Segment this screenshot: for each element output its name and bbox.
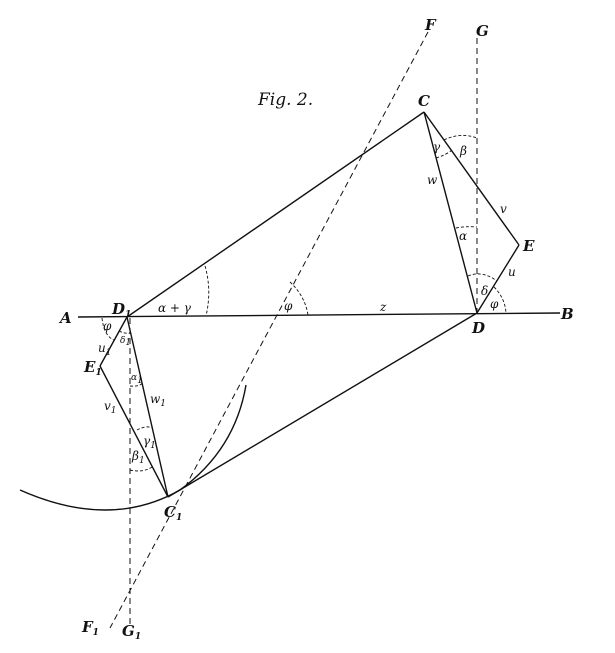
line-AB bbox=[77, 312, 561, 318]
label-D: D bbox=[471, 319, 485, 337]
angle-arc-gamma bbox=[435, 149, 453, 159]
label-phi-mid: φ bbox=[284, 299, 293, 313]
label-w: w bbox=[427, 173, 438, 187]
label-v1: v1 bbox=[104, 399, 117, 416]
angle-arc-alpha1 bbox=[129, 382, 144, 387]
label-E: E bbox=[522, 237, 535, 255]
angle-arc-alpha bbox=[455, 226, 478, 229]
label-phi-D: φ bbox=[490, 297, 499, 311]
label-gamma: γ bbox=[433, 140, 441, 154]
angle-arc-alpha-gamma bbox=[204, 265, 210, 317]
label-G1: G1 bbox=[122, 622, 141, 642]
label-C: C bbox=[418, 92, 430, 110]
label-G: G bbox=[476, 22, 489, 40]
line-C-E bbox=[423, 111, 520, 246]
label-alpha-plus-gamma: α + γ bbox=[158, 301, 192, 315]
angle-arc-phi-mid bbox=[289, 281, 309, 316]
line-C-D bbox=[423, 111, 478, 314]
line-E1-C1 bbox=[99, 365, 169, 498]
label-A: A bbox=[58, 309, 72, 327]
label-z: z bbox=[379, 300, 387, 314]
label-delta: δ bbox=[481, 284, 488, 298]
label-u: u bbox=[508, 265, 516, 279]
label-v: v bbox=[500, 202, 507, 216]
label-F1: F1 bbox=[81, 618, 99, 638]
line-D-C1 bbox=[167, 312, 478, 498]
label-beta1: β1 bbox=[131, 449, 145, 466]
label-alpha1: α1 bbox=[131, 373, 143, 386]
label-F: F bbox=[424, 16, 437, 34]
angle-arc-beta1 bbox=[129, 466, 153, 472]
label-C1: C1 bbox=[164, 503, 182, 523]
angle-arc-phi-D1 bbox=[101, 317, 115, 341]
label-E1: E1 bbox=[83, 358, 102, 378]
angle-arc-beta bbox=[443, 135, 478, 141]
line-D1-C bbox=[126, 111, 425, 318]
label-D1: D1 bbox=[111, 300, 131, 320]
circle-arc bbox=[19, 384, 247, 511]
figure-title: Fig. 2. bbox=[257, 90, 313, 110]
label-w1: w1 bbox=[150, 392, 166, 409]
label-phi-D1: φ bbox=[103, 319, 112, 333]
line-D1-C1 bbox=[126, 316, 169, 498]
angle-arc-delta1 bbox=[118, 330, 131, 334]
angle-arc-gamma1 bbox=[136, 426, 154, 431]
label-beta: β bbox=[459, 144, 467, 158]
label-B: B bbox=[560, 305, 574, 323]
line-F-F1 bbox=[109, 31, 429, 629]
label-alpha: α bbox=[459, 229, 467, 243]
line-E-D bbox=[476, 244, 520, 314]
angle-arc-delta bbox=[467, 273, 498, 282]
label-u1: u1 bbox=[98, 341, 111, 358]
line-D1-E1 bbox=[99, 316, 128, 367]
label-delta1: δ1 bbox=[120, 336, 131, 348]
label-gamma1: γ1 bbox=[143, 434, 156, 451]
angle-arc-phi-D bbox=[493, 286, 507, 314]
